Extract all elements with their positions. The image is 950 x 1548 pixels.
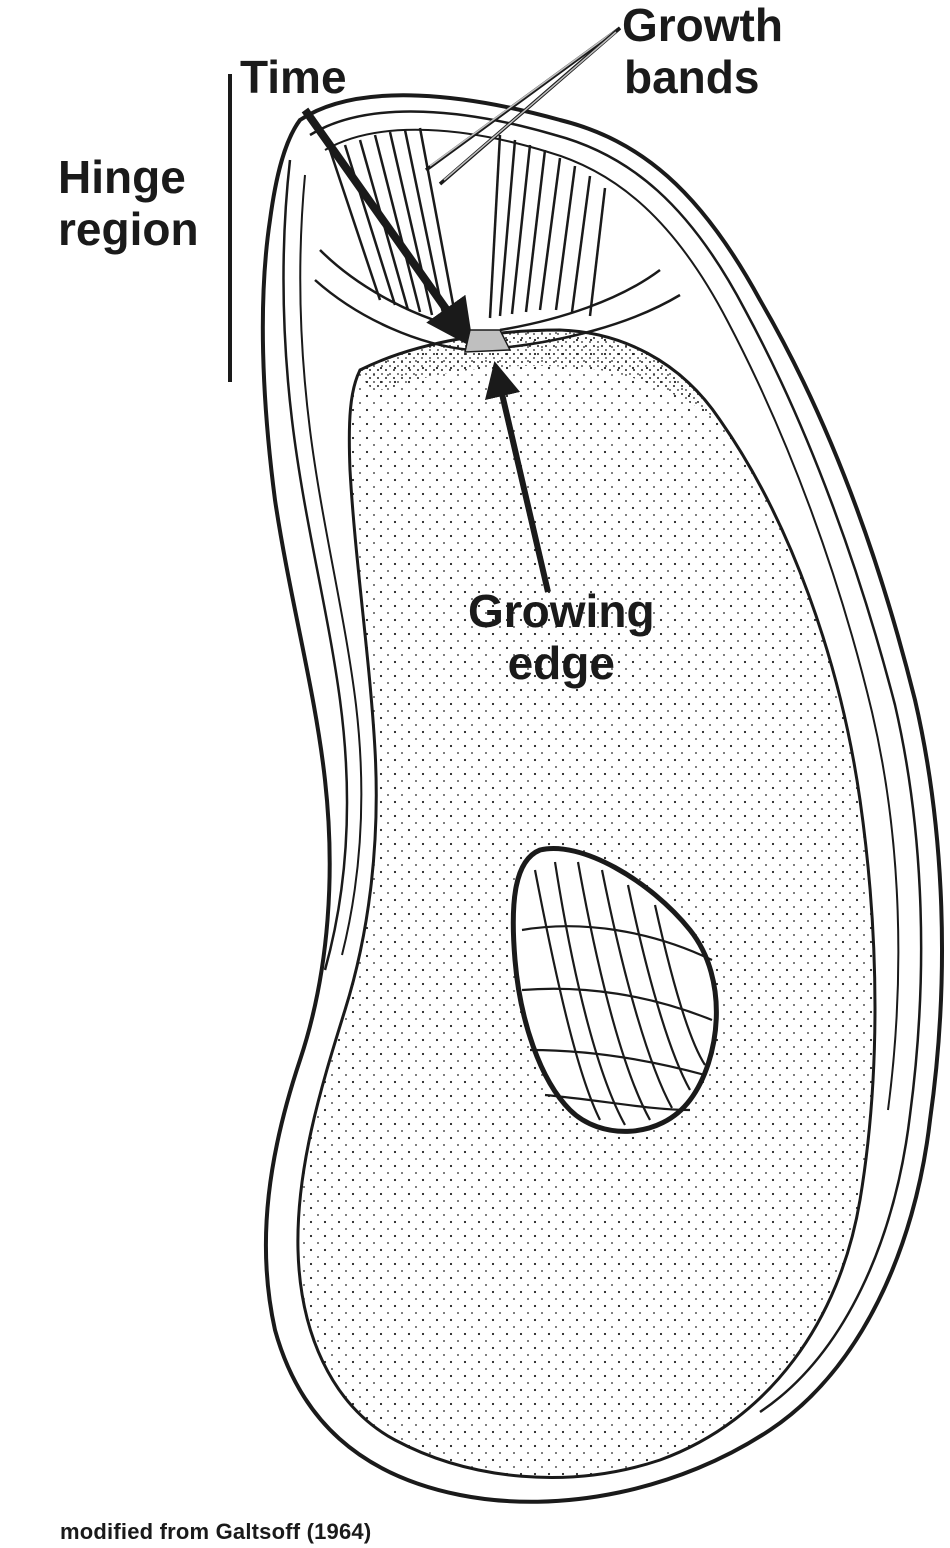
source-credit: modified from Galtsoff (1964) bbox=[60, 1520, 371, 1545]
time-label: Time bbox=[240, 52, 347, 104]
growing-edge-label-line-1: Growing bbox=[468, 586, 655, 638]
growth-bands-label: Growth bands bbox=[622, 0, 783, 103]
growing-edge-label: Growing edge bbox=[468, 586, 655, 689]
hinge-region-label-line-2: region bbox=[58, 204, 199, 256]
hinge-region-label: Hinge region bbox=[58, 152, 199, 255]
growth-bands-label-line-1: Growth bbox=[622, 0, 783, 52]
growing-edge-label-line-2: edge bbox=[468, 638, 655, 690]
growth-bands-label-line-2: bands bbox=[622, 52, 783, 104]
hinge-region-label-line-1: Hinge bbox=[58, 152, 199, 204]
